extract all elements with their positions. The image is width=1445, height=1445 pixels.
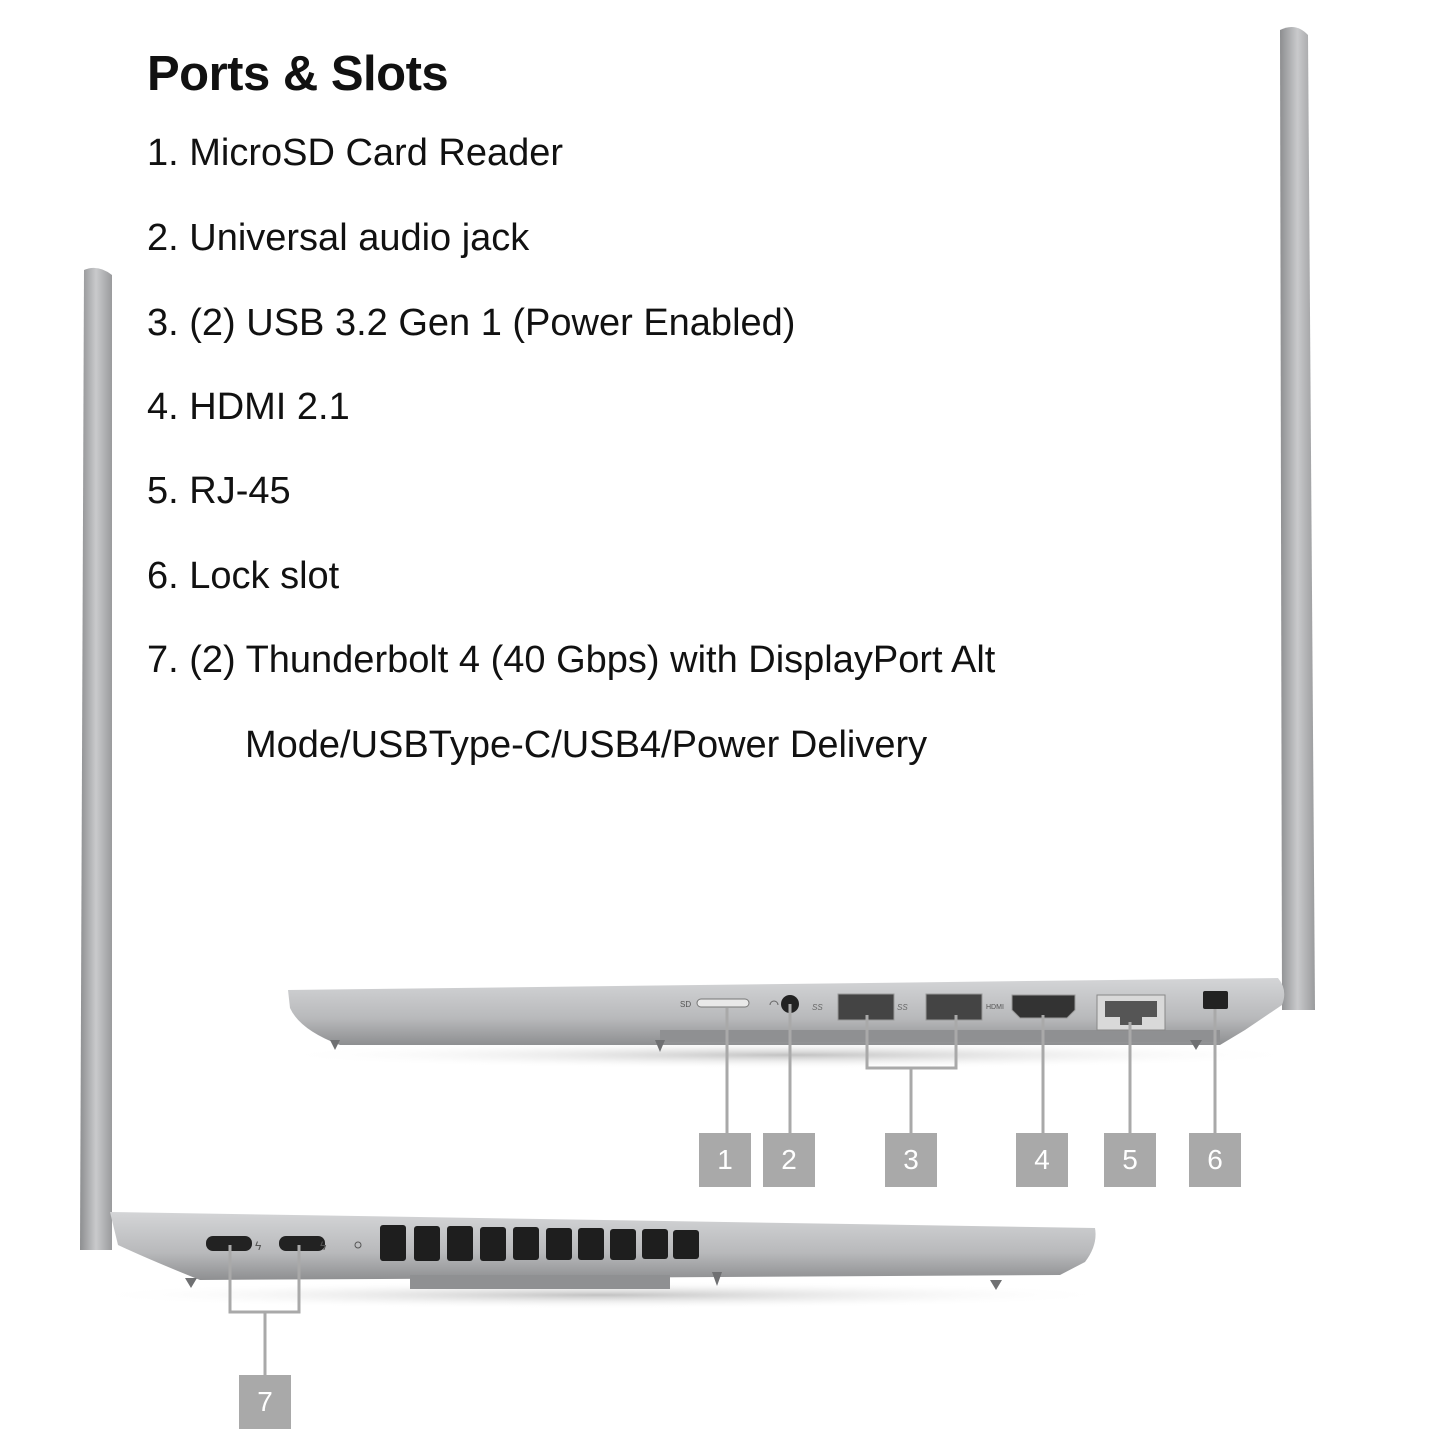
svg-text:HDMI: HDMI: [986, 1004, 1004, 1011]
lock-slot: [1203, 991, 1228, 1009]
list-item: 5. RJ-45: [147, 470, 291, 512]
cooling-vents: [380, 1225, 699, 1261]
right-laptop-lid: [1280, 26, 1315, 1010]
thunderbolt-icon: ϟ: [320, 1239, 327, 1253]
status-led: [354, 1241, 362, 1249]
callout-4: 4: [1016, 1133, 1068, 1187]
list-item: 1. MicroSD Card Reader: [147, 132, 564, 174]
microsd-slot: [696, 998, 750, 1008]
thunderbolt-icon: ϟ: [255, 1239, 262, 1253]
list-item: 6. Lock slot: [147, 555, 340, 597]
list-item: 7. (2) Thunderbolt 4 (40 Gbps) with Disp…: [147, 639, 996, 681]
svg-text:SS: SS: [897, 1003, 908, 1012]
list-item-continuation: Mode/USBType-C/USB4/Power Delivery: [245, 724, 928, 766]
callout-1: 1: [699, 1133, 751, 1187]
thunderbolt-port-1: [206, 1236, 252, 1251]
list-item: 4. HDMI 2.1: [147, 386, 350, 428]
callout-5: 5: [1104, 1133, 1156, 1187]
callout-2: 2: [763, 1133, 815, 1187]
page-title: Ports & Slots: [147, 47, 449, 101]
left-laptop-lid: [80, 267, 112, 1251]
laptop-left-side: ϟ ϟ: [80, 1212, 1120, 1309]
callout-7: 7: [239, 1375, 291, 1429]
usb-a-port-2: [925, 993, 983, 1021]
callout-leader-lines: [228, 1004, 1217, 1375]
thunderbolt-port-2: [279, 1236, 325, 1251]
svg-text:SS: SS: [812, 1003, 823, 1012]
headset-icon: [769, 1000, 779, 1006]
sd-marking: SD: [680, 1000, 691, 1009]
callout-3: 3: [885, 1133, 937, 1187]
list-item: 2. Universal audio jack: [147, 217, 530, 259]
hdmi-port: [1011, 994, 1076, 1019]
callout-6: 6: [1189, 1133, 1241, 1187]
list-item: 3. (2) USB 3.2 Gen 1 (Power Enabled): [147, 302, 796, 344]
